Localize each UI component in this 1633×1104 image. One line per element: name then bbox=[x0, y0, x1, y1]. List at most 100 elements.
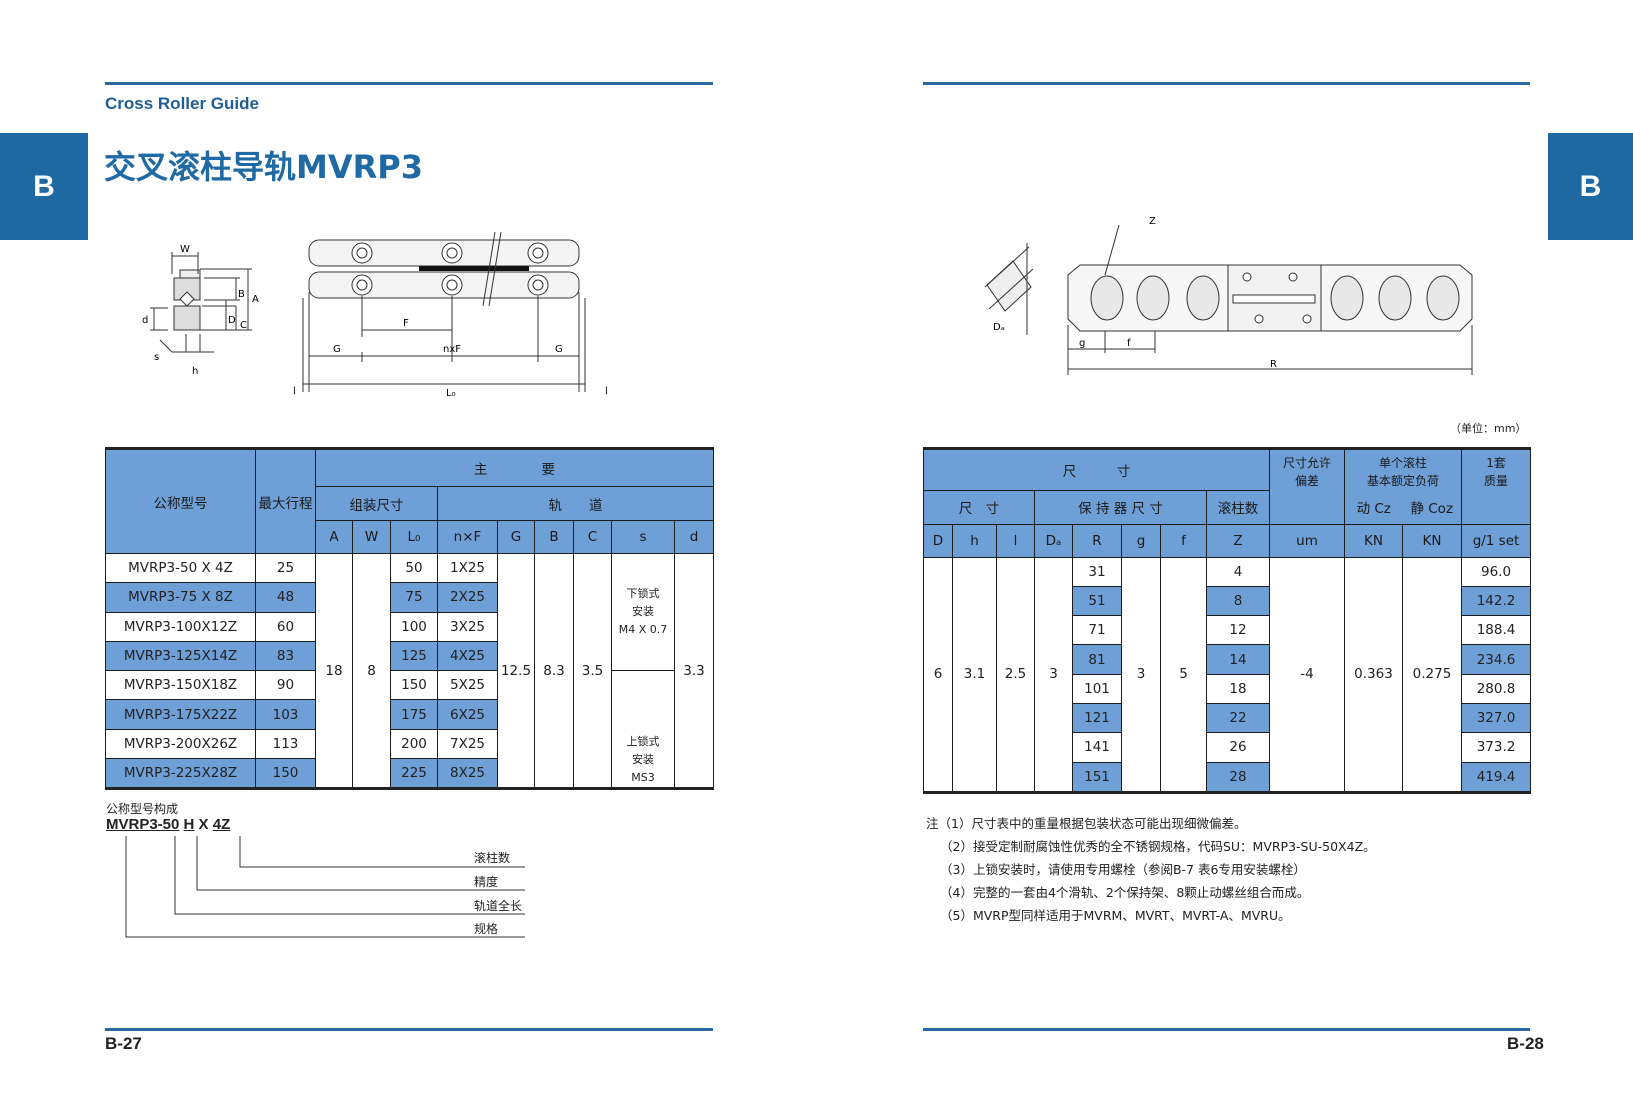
L0-cell: 125 bbox=[390, 640, 438, 672]
top-rule-left bbox=[105, 82, 713, 85]
col-Z: Z bbox=[1206, 523, 1270, 558]
col-g: g bbox=[1121, 523, 1161, 558]
col-G: G bbox=[497, 520, 535, 554]
code-line-rail-length: 轨道全长 bbox=[474, 899, 523, 913]
nF-cell: 1X25 bbox=[437, 552, 498, 584]
table-row: MVRP3-50 X 4Z 25 18 8 50 1X25 12.5 8.3 3… bbox=[105, 552, 715, 790]
table-row: 121 22 327.0 bbox=[924, 702, 1532, 734]
stroke-cell: 48 bbox=[255, 582, 316, 613]
code-part-x: X bbox=[198, 816, 209, 833]
code-part-spec: MVRP3-50 bbox=[106, 816, 180, 833]
s-upper-cell: 上锁式 安装 MS3 bbox=[611, 670, 675, 790]
dim-label-s: s bbox=[154, 352, 159, 363]
dim-label-R: R bbox=[1270, 359, 1277, 370]
d-cell: 3.3 bbox=[673, 552, 715, 790]
header-load: 单个滚柱 基本额定负荷 bbox=[1343, 448, 1463, 490]
page-title: 交叉滚柱导轨MVRP3 bbox=[104, 148, 423, 186]
col-h: h bbox=[952, 523, 997, 558]
dim-label-d: d bbox=[142, 315, 148, 326]
Coz-cell: 0.275 bbox=[1401, 556, 1463, 793]
header-rollers: 滚柱数 bbox=[1206, 489, 1270, 525]
R-cell: 81 bbox=[1072, 644, 1122, 675]
cage-drawing: Z Dₐ g f R bbox=[984, 216, 1473, 375]
header-mount: 组装尺寸 bbox=[315, 486, 438, 521]
model-cell: MVRP3-50 X 4Z bbox=[105, 552, 256, 584]
col-A: A bbox=[315, 520, 353, 554]
L0-cell: 75 bbox=[390, 582, 438, 613]
dim-label-h: h bbox=[192, 366, 198, 377]
Cz-cell: 0.363 bbox=[1344, 556, 1403, 793]
dim-label-B: B bbox=[238, 289, 245, 300]
nF-cell: 5X25 bbox=[437, 670, 498, 701]
Z-cell: 12 bbox=[1206, 615, 1270, 646]
table-row: 51 8 142.2 bbox=[924, 585, 1532, 617]
stroke-cell: 150 bbox=[255, 758, 316, 790]
notes-list: 注（1）尺寸表中的重量根据包装状态可能出现细微偏差。 （2）接受定制耐腐蚀性优秀… bbox=[926, 812, 1376, 927]
Da-cell: 3 bbox=[1034, 556, 1073, 793]
dim-label-L0: L₀ bbox=[446, 388, 456, 399]
table-row: 71 12 188.4 bbox=[924, 615, 1532, 646]
h-cell: 3.1 bbox=[952, 556, 997, 793]
code-line-rollers: 滚柱数 bbox=[474, 851, 511, 865]
model-cell: MVRP3-225X28Z bbox=[105, 758, 256, 790]
Z-cell: 4 bbox=[1206, 556, 1270, 587]
mass-cell: 142.2 bbox=[1461, 585, 1532, 617]
R-cell: 141 bbox=[1072, 732, 1122, 763]
R-cell: 71 bbox=[1072, 615, 1122, 646]
dim-label-F: F bbox=[403, 318, 409, 329]
model-cell: MVRP3-100X12Z bbox=[105, 611, 256, 642]
header-stroke: 最大行程 bbox=[255, 448, 316, 554]
dim-label-A: A bbox=[252, 294, 259, 305]
L0-cell: 175 bbox=[390, 699, 438, 730]
col-KN-dynamic: KN bbox=[1344, 523, 1403, 558]
dim-label-l-left: l bbox=[293, 386, 296, 397]
R-cell: 121 bbox=[1072, 702, 1122, 734]
dim-label-G-right: G bbox=[555, 344, 563, 355]
nF-cell: 8X25 bbox=[437, 758, 498, 790]
G-cell: 12.5 bbox=[497, 552, 535, 790]
code-part-rollers: 4Z bbox=[212, 816, 231, 833]
header-rail: 轨 道 bbox=[436, 486, 715, 521]
Z-cell: 18 bbox=[1206, 673, 1270, 704]
mass-cell: 419.4 bbox=[1461, 761, 1532, 793]
unit-note: （单位：mm） bbox=[1450, 422, 1527, 435]
col-f: f bbox=[1160, 523, 1207, 558]
rail-plan-drawing: F G nxF G L₀ l l bbox=[293, 232, 608, 399]
table-row: 141 26 373.2 bbox=[924, 732, 1532, 763]
header-model: 公称型号 bbox=[105, 448, 256, 554]
dim-label-C: C bbox=[240, 320, 247, 331]
Z-cell: 28 bbox=[1206, 761, 1270, 793]
L0-cell: 225 bbox=[390, 758, 438, 790]
col-d: d bbox=[673, 520, 715, 554]
model-cell: MVRP3-175X22Z bbox=[105, 699, 256, 730]
nF-cell: 6X25 bbox=[437, 699, 498, 730]
col-nF: n×F bbox=[437, 520, 498, 554]
mass-cell: 327.0 bbox=[1461, 702, 1532, 734]
model-code: MVRP3-50 H X 4Z bbox=[106, 816, 230, 833]
section-tab-right: B bbox=[1548, 133, 1633, 240]
code-line-precision: 精度 bbox=[474, 875, 499, 889]
stroke-cell: 90 bbox=[255, 670, 316, 701]
note-3: （3）上锁安装时，请使用专用螺栓（参阅B-7 表6专用安装螺栓） bbox=[940, 862, 1306, 877]
table-row: 81 14 234.6 bbox=[924, 644, 1532, 675]
nF-cell: 3X25 bbox=[437, 611, 498, 642]
R-cell: 151 bbox=[1072, 761, 1122, 793]
col-KN-static: KN bbox=[1401, 523, 1463, 558]
Z-cell: 14 bbox=[1206, 644, 1270, 675]
f-cell: 5 bbox=[1160, 556, 1207, 793]
R-cell: 31 bbox=[1072, 556, 1122, 587]
R-cell: 51 bbox=[1072, 585, 1122, 617]
stroke-cell: 103 bbox=[255, 699, 316, 730]
section-subtitle: Cross Roller Guide bbox=[105, 94, 259, 113]
col-C: C bbox=[573, 520, 612, 554]
spec-table-left: 公称型号 最大行程 主 要 组装尺寸 轨 道 A W L₀ n×F G B C … bbox=[105, 447, 715, 791]
col-l: l bbox=[996, 523, 1035, 558]
stroke-cell: 60 bbox=[255, 611, 316, 642]
tolerance-cell: -4 bbox=[1269, 556, 1345, 793]
col-D: D bbox=[923, 523, 953, 558]
note-1: 注（1）尺寸表中的重量根据包装状态可能出现细微偏差。 bbox=[926, 816, 1247, 831]
col-W: W bbox=[352, 520, 391, 554]
header-cage: 保 持 器 尺 寸 bbox=[1034, 489, 1207, 525]
Z-cell: 22 bbox=[1206, 702, 1270, 734]
cross-section-drawing: W B A d D C s h bbox=[142, 244, 259, 377]
